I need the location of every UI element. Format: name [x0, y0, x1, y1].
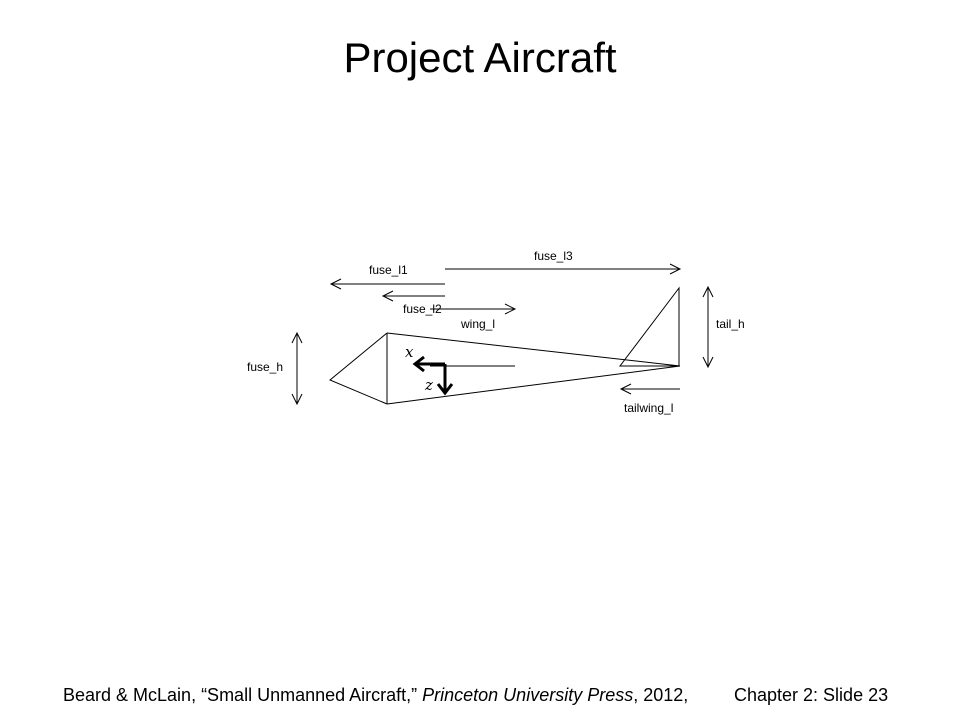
fuse-l2-arrow — [381, 290, 445, 302]
fuselage-top-edge — [386, 332, 681, 367]
slide-reference: Chapter 2: Slide 23 — [734, 685, 889, 705]
body-frame-axes — [412, 355, 454, 396]
fuse-l3-arrow — [445, 263, 682, 275]
z-axis-label: z — [424, 376, 433, 394]
wing-l-label: wing_l — [460, 317, 495, 331]
fuse-h-arrow — [291, 331, 303, 406]
citation: Beard & McLain, “Small Unmanned Aircraft… — [63, 683, 688, 707]
x-axis-arrowhead — [412, 355, 425, 373]
slide-title: Project Aircraft — [343, 34, 617, 81]
fuse-l1-arrow — [329, 278, 445, 290]
fuse-l1-label: fuse_l1 — [369, 263, 408, 277]
tailwing-l-label: tailwing_l — [624, 401, 673, 415]
tail-h-arrow — [702, 285, 714, 369]
fuse-l3-label: fuse_l3 — [534, 249, 573, 263]
fuse-l2-label: fuse_l2 — [403, 302, 442, 316]
fuselage-bottom-edge — [386, 365, 681, 405]
tail-h-label: tail_h — [716, 317, 745, 331]
fuse-h-label: fuse_h — [247, 360, 283, 374]
z-axis-arrowhead — [436, 383, 454, 396]
wing-l-arrow — [430, 303, 517, 315]
x-axis-label: x — [405, 343, 414, 361]
citation-publisher: Princeton University Press — [422, 685, 634, 705]
tailwing-l-arrow — [619, 383, 680, 395]
fuselage-nose — [329, 332, 388, 405]
citation-year: , 2012, — [633, 685, 689, 705]
citation-authors: Beard & McLain, “Small Unmanned Aircraft… — [63, 685, 423, 705]
vertical-tail — [618, 286, 680, 367]
